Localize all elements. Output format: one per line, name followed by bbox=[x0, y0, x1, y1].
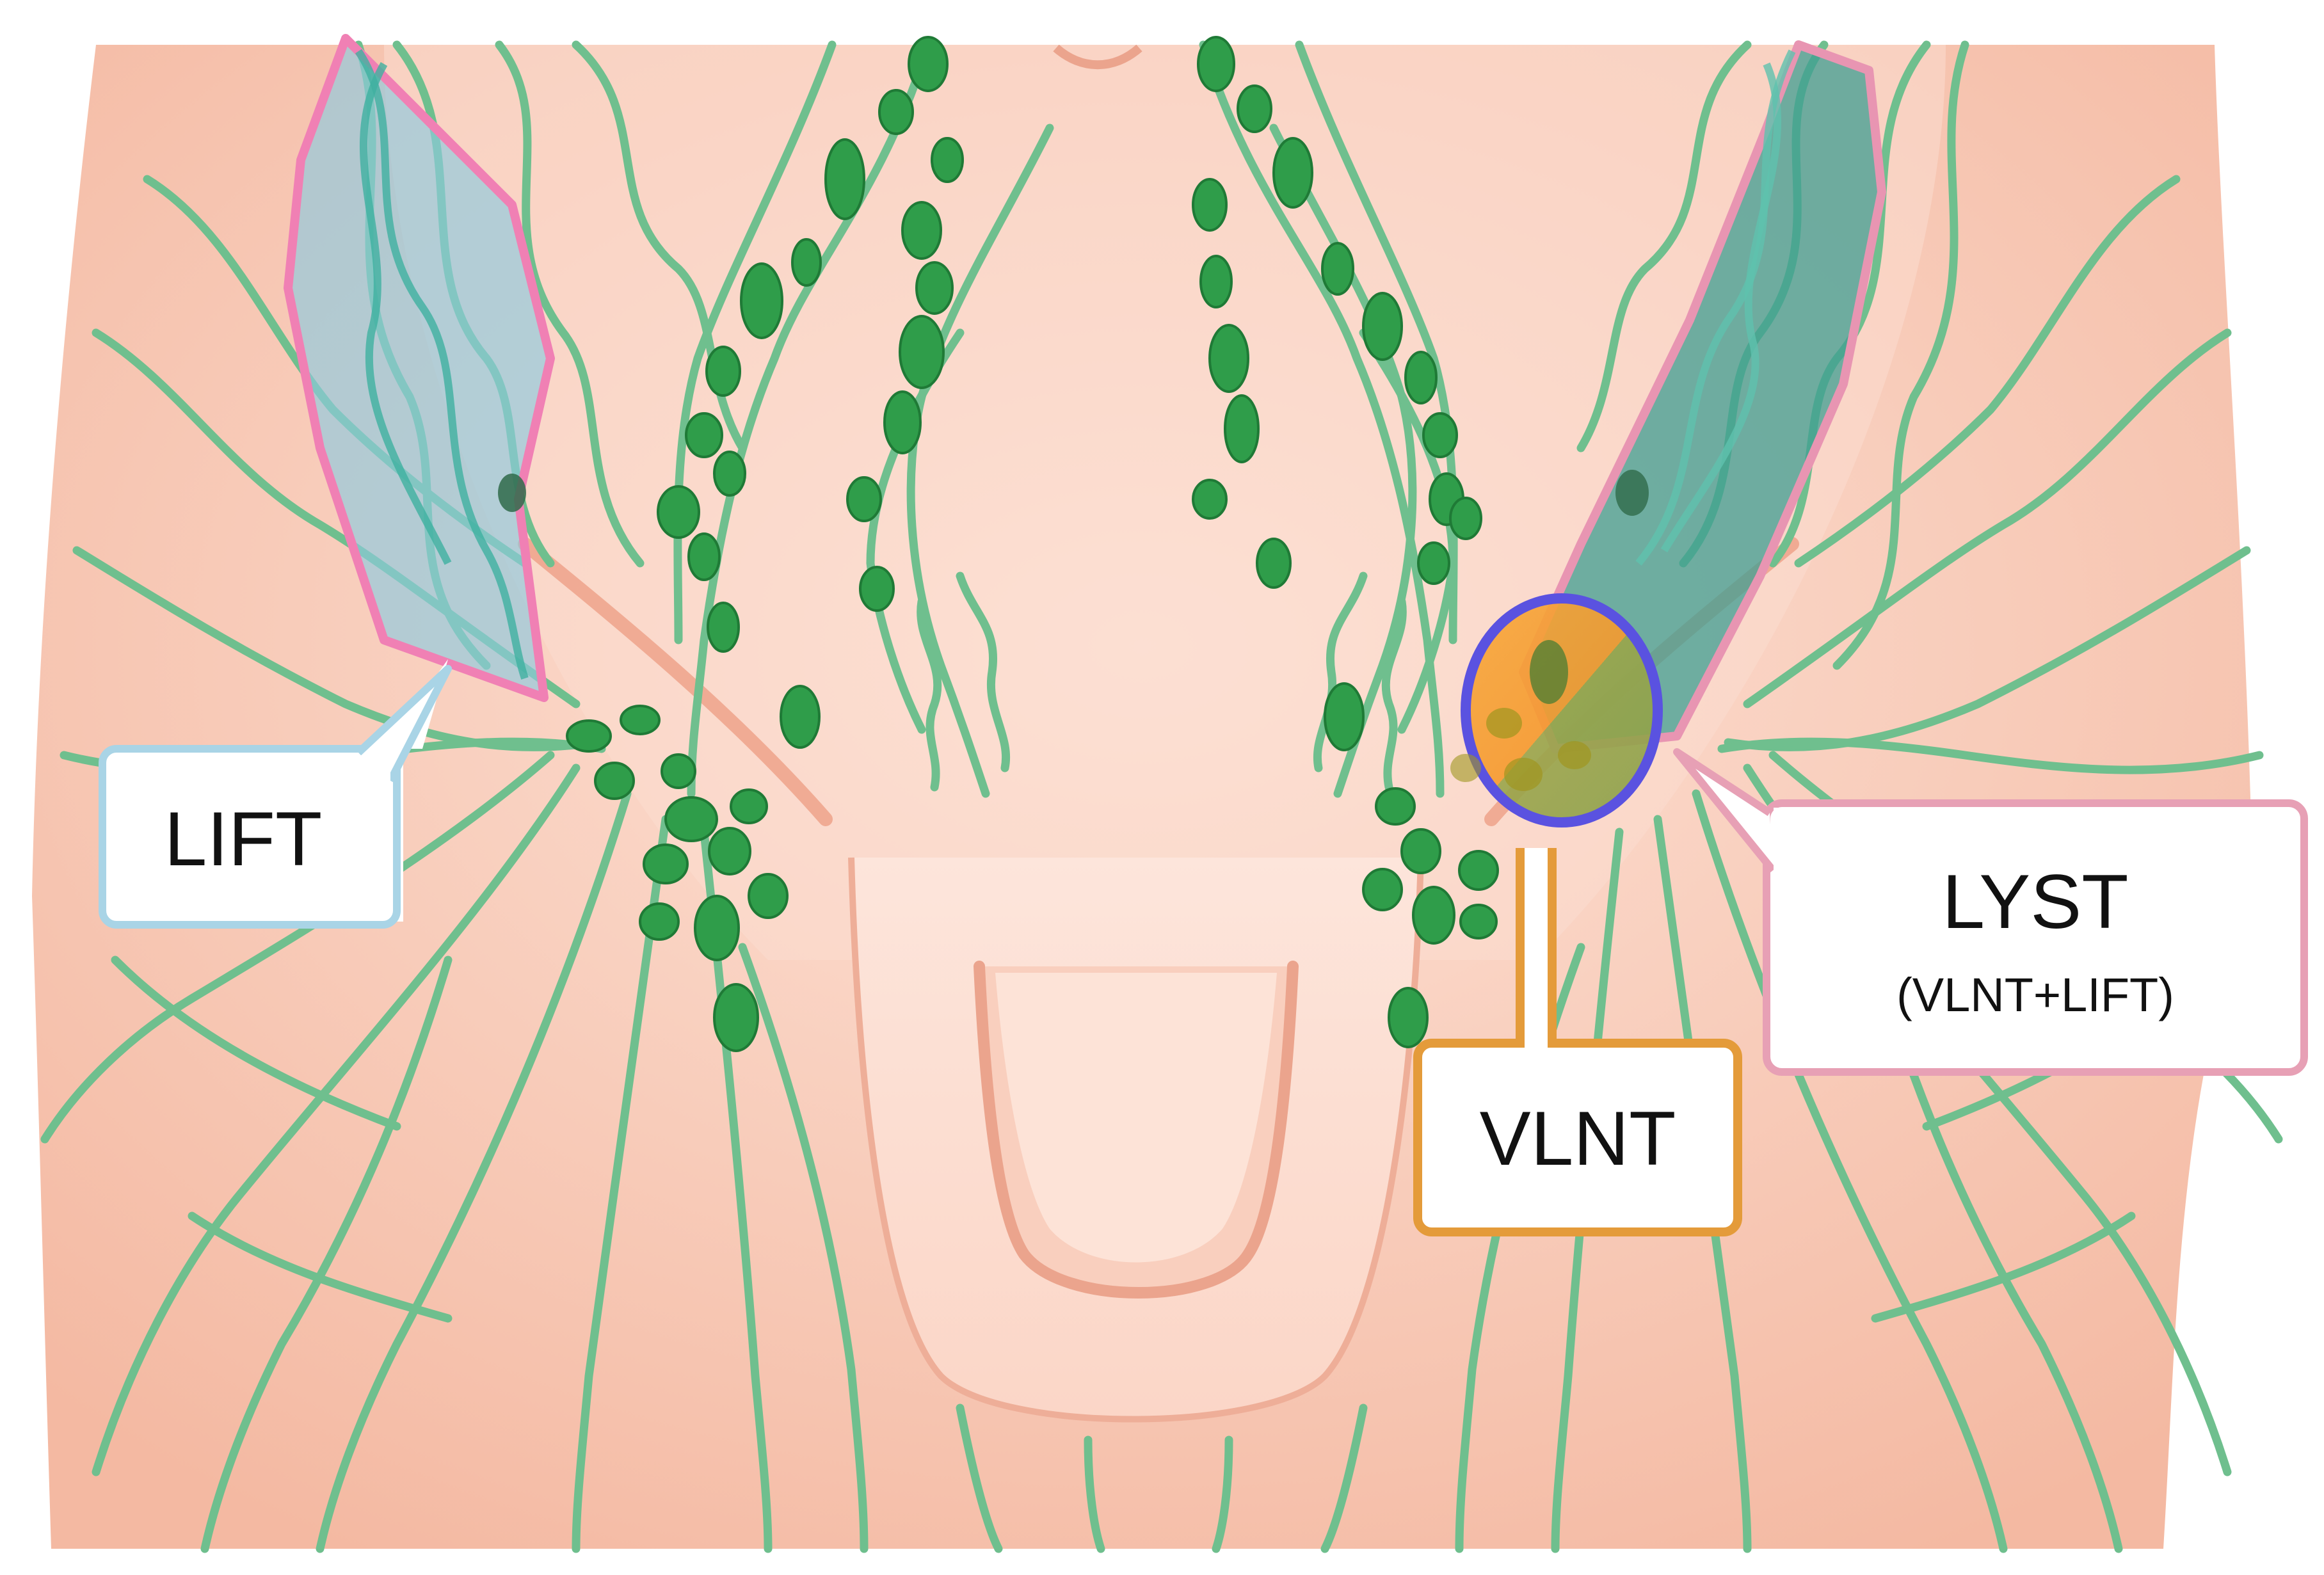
vlnt-region bbox=[1450, 593, 1663, 827]
lyst-sublabel: (VLNT+LIFT) bbox=[1896, 968, 2174, 1021]
lyst-label: LYST bbox=[1942, 859, 2128, 945]
lift-region bbox=[284, 34, 555, 702]
lift-label: LIFT bbox=[164, 796, 323, 882]
lift-label-box bbox=[99, 745, 401, 929]
genital-outline bbox=[848, 857, 1424, 1423]
lyst-label-box bbox=[1763, 799, 2308, 1076]
vlnt-label-box bbox=[1413, 1039, 1742, 1236]
lymph-nodes bbox=[566, 36, 1499, 1052]
lyst-callout: LYST (VLNT+LIFT) bbox=[1673, 748, 2308, 1076]
vlnt-label: VLNT bbox=[1480, 1096, 1676, 1181]
lift-callout: LIFT bbox=[99, 659, 452, 929]
vlnt-callout: VLNT bbox=[1413, 848, 1742, 1236]
